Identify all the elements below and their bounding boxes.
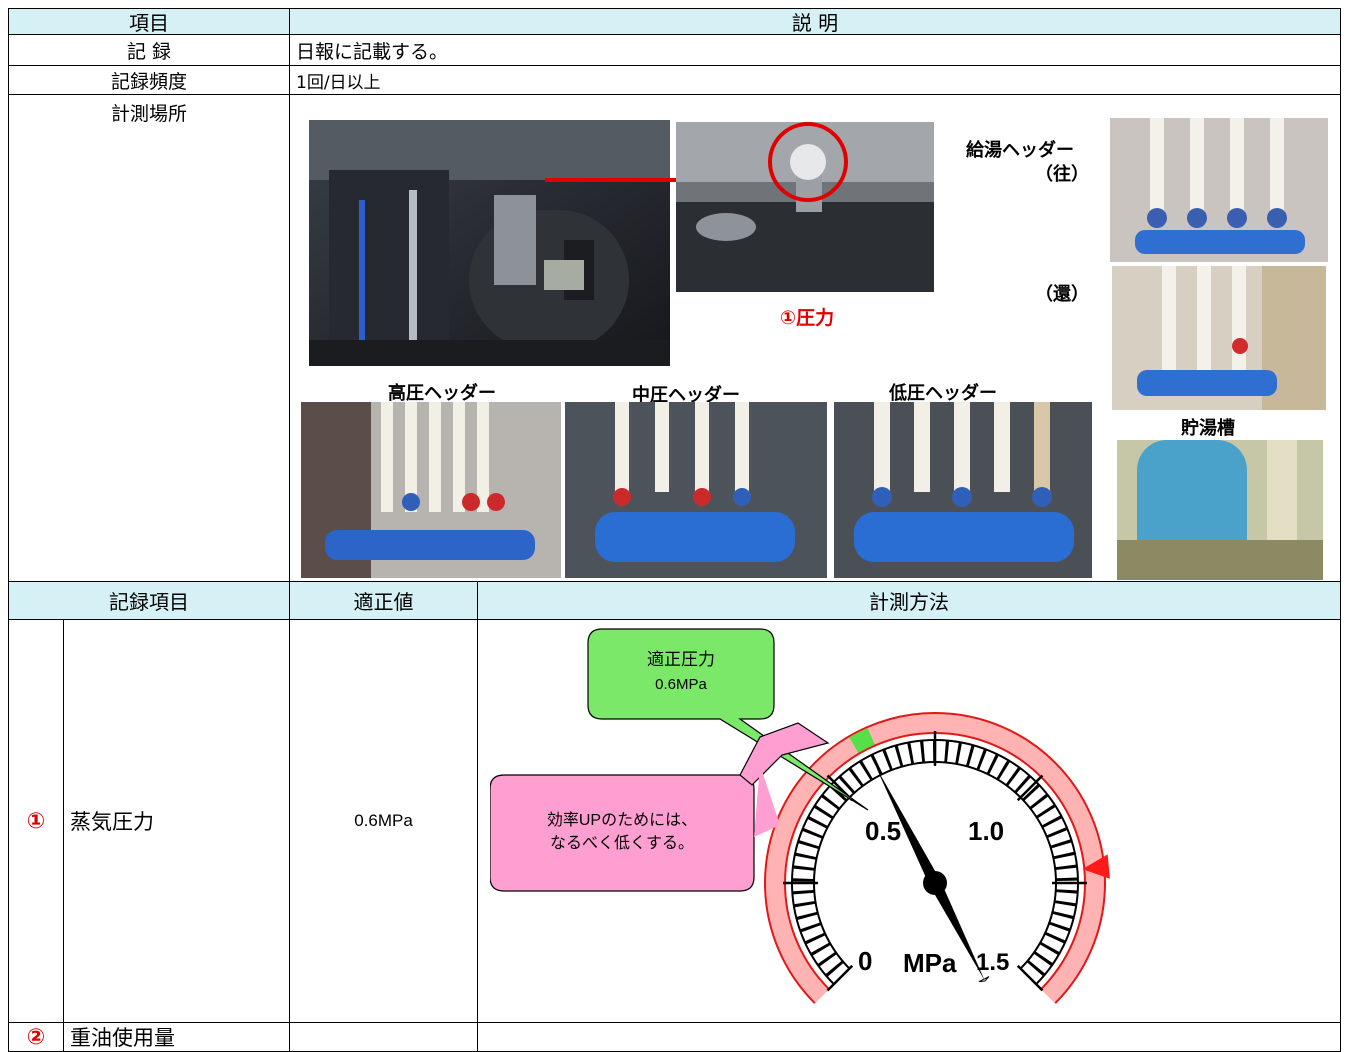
frequency-label: 記録頻度	[110, 70, 187, 93]
high-pressure-caption: 高圧ヘッダー	[388, 383, 496, 404]
gauge-needle	[875, 767, 990, 983]
item2-name: 重油使用量	[70, 1026, 175, 1050]
gauge-label-0: 0	[858, 946, 872, 976]
storage-tank-caption: 貯湯槽	[1181, 418, 1235, 439]
method-header: 計測方法	[869, 590, 949, 614]
frequency-value-cell: 1回/日以上	[289, 65, 1341, 95]
frequency-value: 1回/日以上	[296, 72, 381, 93]
low-pressure-header-photo	[834, 402, 1092, 578]
scale-major-tick	[1016, 964, 1044, 992]
limit-marker-icon	[1082, 854, 1110, 879]
pressure-gauge-diagram: 適正圧力 0.6MPa 効率UPのためには、 なるべく低くする。 0 0.5 1…	[490, 628, 1110, 1004]
storage-tank-photo	[1117, 440, 1323, 580]
item2-number-cell: ②	[8, 1022, 64, 1052]
record-label: 記 録	[126, 40, 172, 63]
hot-water-header-caption: 給湯ヘッダー	[966, 140, 1074, 161]
location-label: 計測場所	[110, 103, 187, 125]
boiler-room-photo	[309, 120, 670, 366]
record-value: 日報に記載する。	[296, 40, 449, 63]
scale-major-tick	[1016, 774, 1044, 802]
location-label-cell: 計測場所	[8, 94, 290, 582]
record-item-header-cell: 記録項目	[8, 581, 290, 620]
gauge-label-10: 1.0	[968, 816, 1004, 846]
method-header-cell: 計測方法	[477, 581, 1341, 620]
high-pressure-header-photo	[301, 402, 561, 578]
low-pressure-caption: 低圧ヘッダー	[889, 383, 997, 404]
item2-name-cell: 重油使用量	[63, 1022, 290, 1052]
item2-value-cell	[289, 1022, 478, 1052]
pink-callout-line2: なるべく低くする。	[550, 834, 694, 852]
item2-number: ②	[26, 1024, 46, 1050]
hot-water-outgoing-photo	[1110, 118, 1328, 262]
record-value-cell: 日報に記載する。	[289, 34, 1341, 66]
frequency-label-cell: 記録頻度	[8, 65, 290, 95]
boiler-caption: ①圧力	[780, 307, 835, 329]
return-caption: （還）	[1035, 284, 1089, 305]
proper-value-header-cell: 適正値	[289, 581, 478, 620]
item1-number-cell: ①	[8, 619, 64, 1023]
item1-number: ①	[26, 808, 46, 834]
green-callout-line2: 0.6MPa	[655, 676, 707, 693]
record-label-cell: 記 録	[8, 34, 290, 66]
needle-hub	[923, 871, 947, 895]
mid-pressure-header-photo	[565, 402, 827, 578]
efficiency-callout: 効率UPのためには、 なるべく低くする。	[490, 722, 830, 892]
header-description: 説 明	[791, 11, 839, 35]
needle-tail	[978, 976, 990, 983]
gauge-label-05: 0.5	[865, 816, 901, 846]
item2-method-cell	[477, 1022, 1341, 1052]
scale-major-tick	[826, 964, 854, 992]
outgoing-caption: （往）	[1035, 164, 1089, 185]
optimal-pressure-callout: 適正圧力 0.6MPa	[587, 628, 869, 811]
item1-name: 蒸気圧力	[70, 810, 154, 834]
pink-callout-line1: 効率UPのためには、	[547, 811, 697, 829]
pressure-gauge-photo	[676, 122, 934, 292]
green-callout-line1: 適正圧力	[647, 650, 715, 669]
optimal-marker	[849, 728, 875, 753]
header-desc-cell: 説 明	[289, 8, 1341, 35]
hot-water-return-photo	[1112, 266, 1326, 410]
gauge-scale	[783, 731, 1087, 992]
mid-pressure-caption: 中圧ヘッダー	[632, 385, 740, 406]
gauge-band	[764, 712, 1110, 1004]
item1-value-cell: 0.6MPa	[289, 619, 478, 1023]
item1-name-cell: 蒸気圧力	[63, 619, 290, 1023]
scale-ring-inner	[793, 741, 1077, 984]
gauge-label-15: 1.5	[976, 949, 1009, 976]
record-item-header: 記録項目	[109, 590, 189, 614]
gauge-outer-band	[766, 714, 1104, 1003]
header-item: 項目	[129, 11, 169, 35]
proper-value-header: 適正値	[353, 590, 414, 614]
item1-value: 0.6MPa	[354, 811, 413, 830]
header-item-cell: 項目	[8, 8, 290, 35]
gauge-unit: MPa	[903, 948, 957, 978]
